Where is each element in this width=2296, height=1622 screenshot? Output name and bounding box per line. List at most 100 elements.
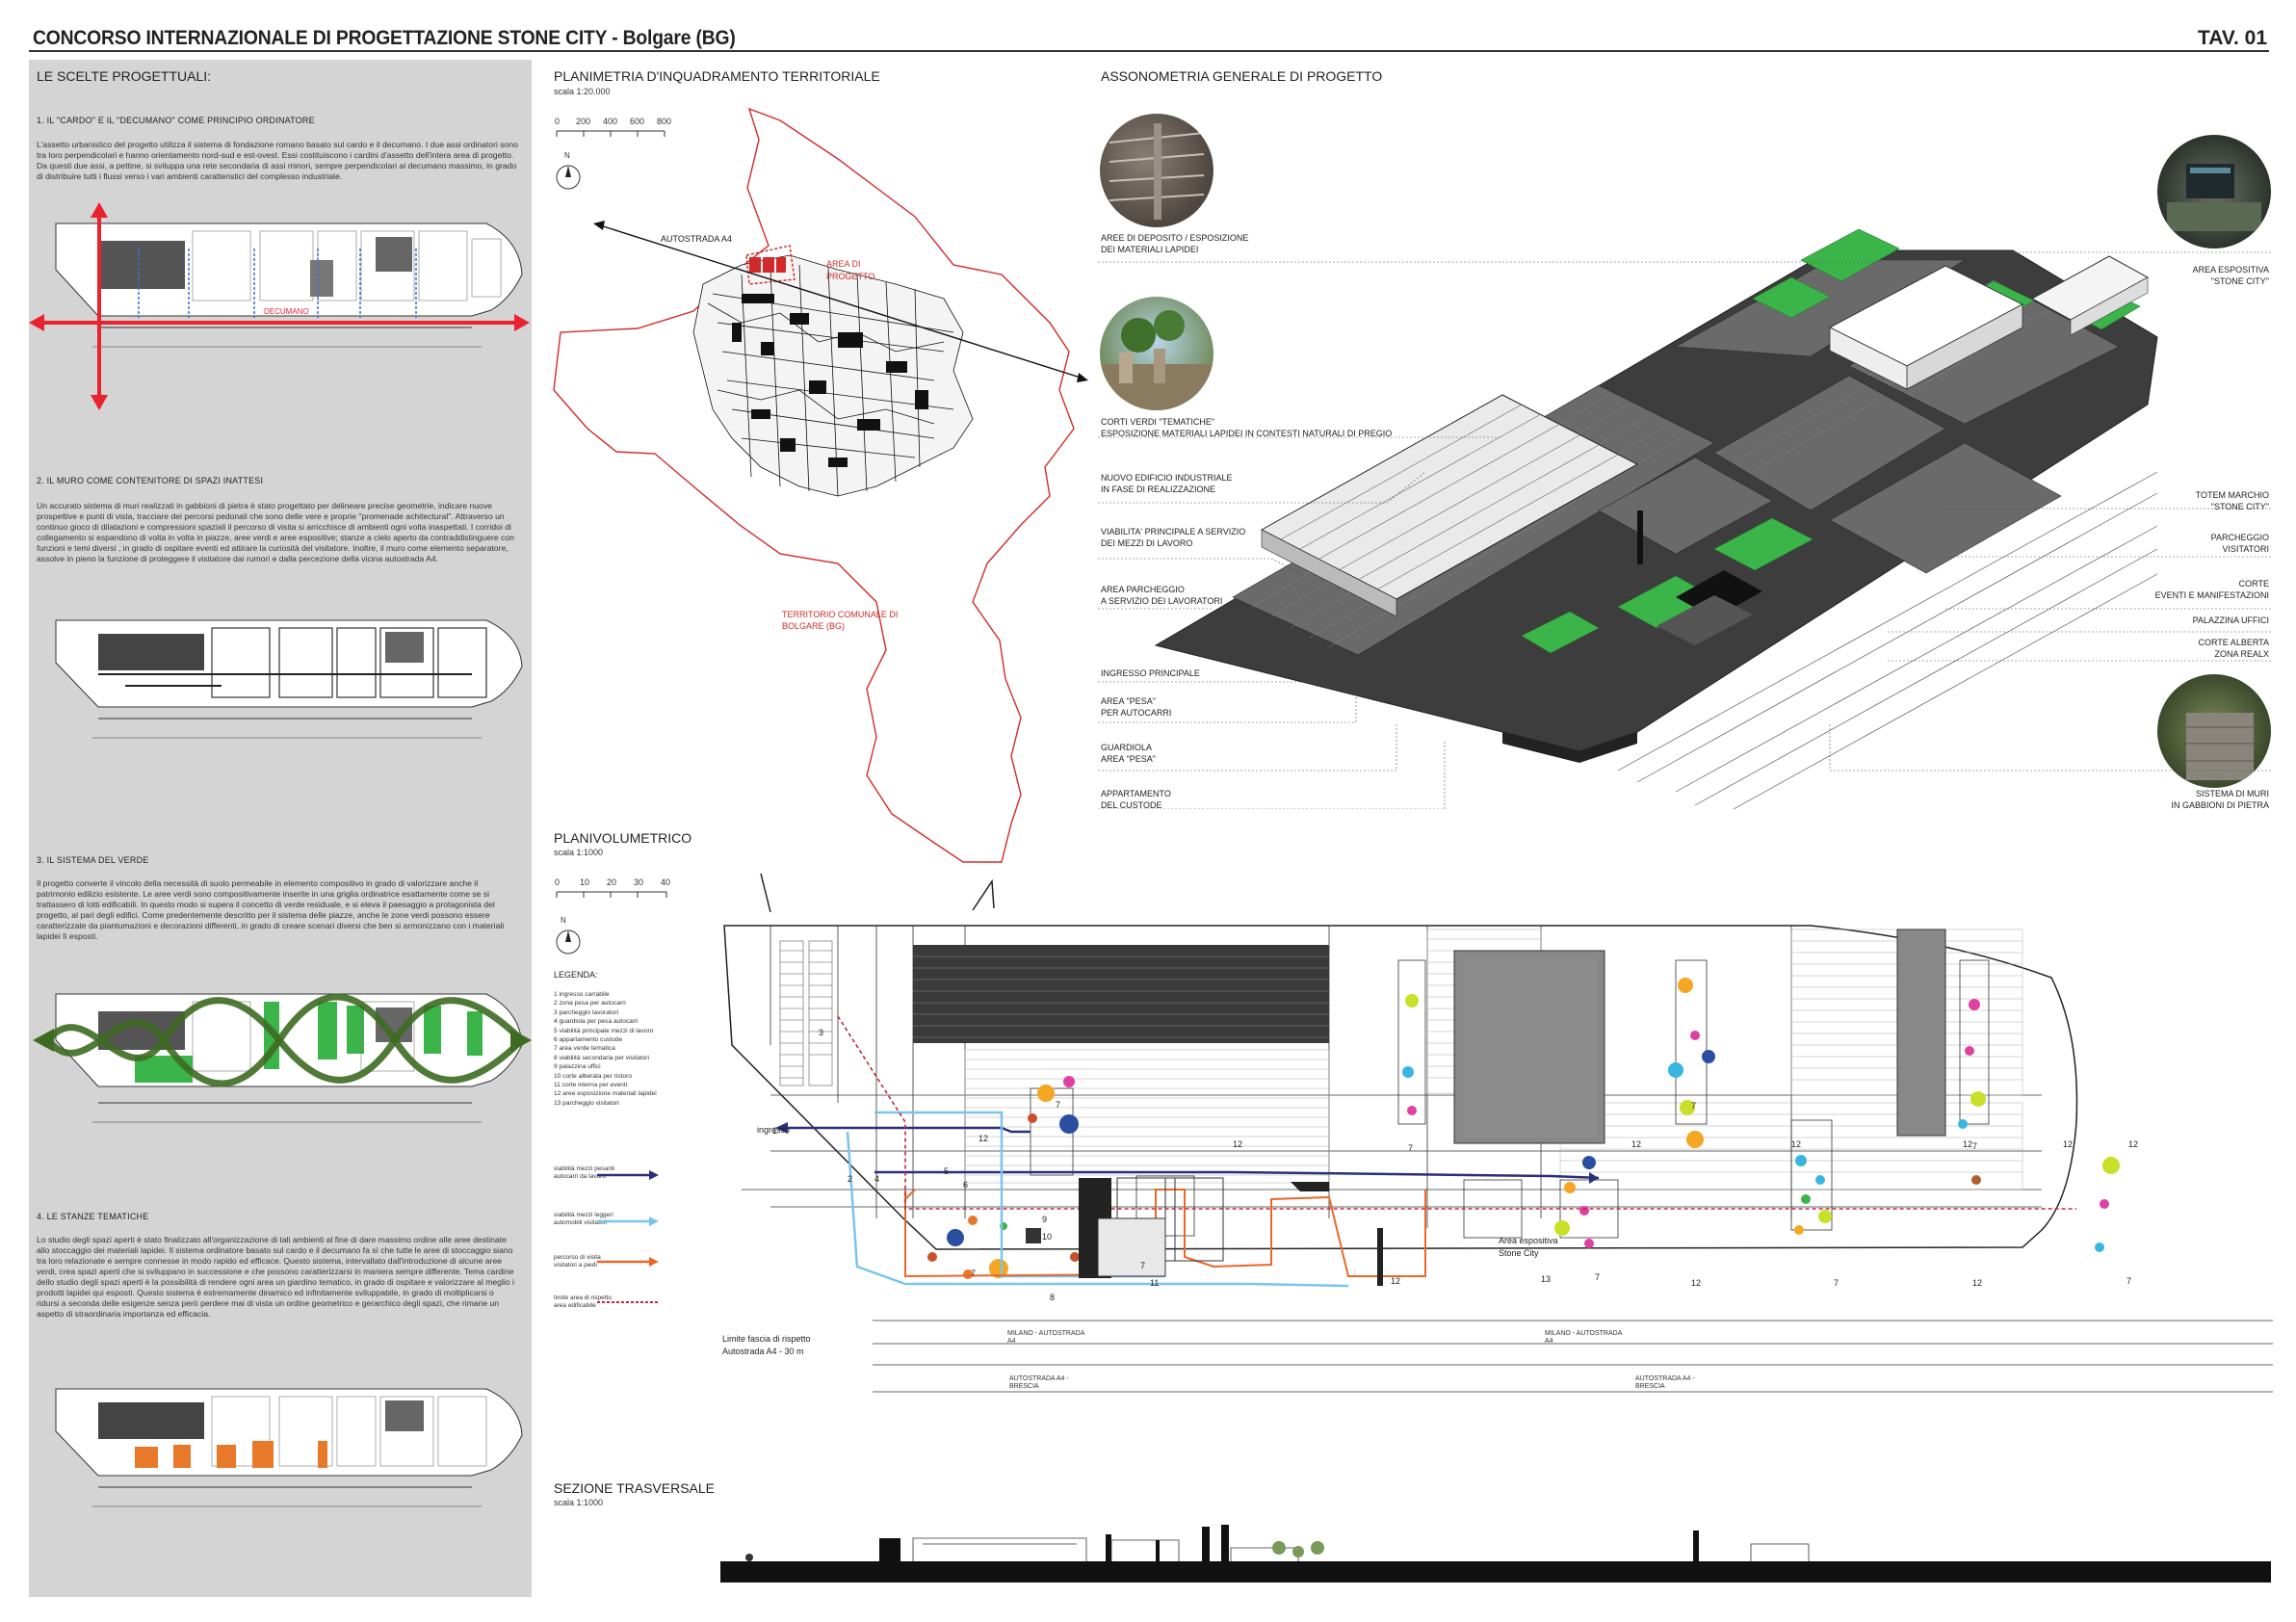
arrow-light-icon bbox=[597, 1216, 659, 1226]
svg-text:12: 12 bbox=[1391, 1276, 1400, 1286]
site-plan-1 bbox=[55, 222, 523, 348]
callout-leaders bbox=[1098, 251, 2271, 809]
highway-plan bbox=[873, 1320, 2273, 1393]
svg-text:1: 1 bbox=[772, 1126, 777, 1136]
legend-item: 10 corte alberata per ristoro bbox=[554, 1072, 632, 1080]
callout-green-courts: CORTI VERDI "TEMATICHE"ESPOSIZIONE MATER… bbox=[1101, 417, 1393, 438]
axono-title: ASSONOMETRIA GENERALE DI PROGETTO bbox=[1101, 68, 1383, 84]
sezione-title: SEZIONE TRASVERSALE bbox=[554, 1480, 716, 1496]
svg-text:600: 600 bbox=[630, 117, 644, 126]
header-divider bbox=[29, 50, 2269, 52]
industrial-shed bbox=[1260, 394, 1639, 617]
svg-text:7: 7 bbox=[1691, 1101, 1696, 1111]
section-1-title: 1. IL "CARDO" E IL "DECUMANO" COME PRINC… bbox=[37, 116, 315, 125]
territorial-scale: scala 1:20.000 bbox=[554, 87, 611, 96]
buildings-plan bbox=[1026, 929, 1946, 1243]
site-outline bbox=[723, 873, 2078, 1250]
svg-text:7: 7 bbox=[1140, 1261, 1145, 1270]
green-court-dots bbox=[927, 978, 2120, 1279]
diagram-stanze bbox=[55, 1388, 523, 1507]
svg-text:2: 2 bbox=[848, 1174, 852, 1184]
svg-text:12: 12 bbox=[1972, 1278, 1982, 1288]
svg-text:30: 30 bbox=[634, 877, 643, 887]
project-area bbox=[749, 257, 786, 273]
territorial-map: AUTOSTRADA A4 AREA DI PROGETTO TERRITORI… bbox=[553, 107, 1088, 863]
svg-text:7: 7 bbox=[1408, 1143, 1413, 1153]
new-building bbox=[1828, 265, 2024, 390]
comune-boundary bbox=[553, 107, 1075, 863]
planivol-scale-bar: 0 10 20 30 40 N bbox=[555, 877, 670, 955]
road-label: MILANO - AUTOSTRADA bbox=[1545, 1330, 1623, 1337]
legend-title: LEGENDA: bbox=[554, 970, 598, 980]
road-label: MILANO - AUTOSTRADA bbox=[1007, 1330, 1085, 1337]
legend-item: 3 parcheggio lavoratori bbox=[554, 1008, 619, 1016]
svg-text:6: 6 bbox=[963, 1180, 968, 1190]
svg-text:12: 12 bbox=[1233, 1139, 1242, 1149]
section-3-title: 3. IL SISTEMA DEL VERDE bbox=[37, 855, 149, 865]
decumano-label: DECUMANO bbox=[264, 307, 309, 316]
callout-offices: PALAZZINA UFFICI bbox=[2192, 615, 2269, 625]
project-area-label-2: PROGETTO bbox=[826, 272, 874, 281]
highway-label: AUTOSTRADA A4 bbox=[661, 234, 732, 244]
svg-text:7: 7 bbox=[971, 1269, 976, 1278]
legend-item: 13 parcheggio visitatori bbox=[554, 1099, 619, 1107]
sezione-scale: scala 1:1000 bbox=[554, 1498, 604, 1507]
svg-text:7: 7 bbox=[1972, 1141, 1977, 1151]
legend-item: 9 palazzina uffici bbox=[554, 1063, 601, 1071]
svg-text:4: 4 bbox=[874, 1174, 879, 1184]
industrial-shed-plan bbox=[913, 945, 1329, 1043]
section-4-text: Lo studio degli spazi aperti è stato fin… bbox=[37, 1235, 514, 1319]
callout-pesa: AREA "PESA"PER AUTOCARRI bbox=[1101, 696, 1172, 718]
svg-text:12: 12 bbox=[1791, 1139, 1801, 1149]
arrow-walk-icon bbox=[597, 1257, 659, 1267]
left-panel-title: LE SCELTE PROGETTUALI: bbox=[37, 68, 212, 84]
svg-text:0: 0 bbox=[555, 877, 560, 887]
comune-label: TERRITORIO COMUNALE DI bbox=[782, 610, 898, 619]
section-1-text: L'assetto urbanistico del progetto utili… bbox=[37, 140, 518, 181]
diagram-cardo-decumano: DECUMANO bbox=[29, 202, 530, 410]
callout-main-entrance: INGRESSO PRINCIPALE bbox=[1101, 668, 1200, 678]
svg-text:200: 200 bbox=[576, 117, 590, 126]
parking-hatch bbox=[779, 940, 833, 1086]
legend-item: 4 guardiola per pesa autocarri bbox=[554, 1018, 639, 1026]
road-label-sub: A4 bbox=[1545, 1338, 1553, 1345]
axonometric-drawing bbox=[1154, 228, 2158, 809]
legend-list: 1 ingresso carrabile 2 zona pesa per aut… bbox=[554, 990, 679, 1108]
legend-item: 8 viabilità secondaria per visitatori bbox=[554, 1054, 649, 1061]
diagram-muro bbox=[55, 619, 523, 739]
section-2-text: Un accurato sistema di muri realizzati i… bbox=[37, 501, 514, 563]
svg-text:12: 12 bbox=[1691, 1278, 1701, 1288]
project-area-label: AREA DI bbox=[826, 259, 861, 269]
legend-item: 11 corte interna per eventi bbox=[554, 1082, 628, 1089]
svg-text:20: 20 bbox=[607, 877, 616, 887]
svg-text:3: 3 bbox=[819, 1028, 823, 1037]
svg-text:7: 7 bbox=[1056, 1100, 1060, 1110]
photo-gabion-walls bbox=[2157, 674, 2271, 788]
svg-text:12: 12 bbox=[1963, 1139, 1972, 1149]
dark-wall-blocks bbox=[1291, 1182, 1383, 1286]
photo-stone-city bbox=[2157, 135, 2271, 249]
road-label-sub: BRESCIA bbox=[1009, 1383, 1039, 1390]
road-label-sub: BRESCIA bbox=[1635, 1383, 1665, 1390]
svg-text:9: 9 bbox=[1042, 1215, 1047, 1224]
arrow-heavy-icon bbox=[597, 1170, 659, 1180]
callout-stone-city: AREA ESPOSITIVA"STONE CITY" bbox=[2192, 265, 2269, 286]
svg-text:0: 0 bbox=[555, 117, 560, 126]
section-4-title: 4. LE STANZE TEMATICHE bbox=[37, 1212, 149, 1221]
sheet-number: TAV. 01 bbox=[2198, 27, 2267, 49]
svg-text:7: 7 bbox=[2126, 1276, 2131, 1286]
svg-text:7: 7 bbox=[1834, 1278, 1839, 1288]
legend-item: 1 ingresso carrabile bbox=[554, 991, 610, 998]
cardo-decumano-axes: DECUMANO bbox=[29, 202, 530, 410]
limit-line-icon bbox=[597, 1301, 659, 1303]
